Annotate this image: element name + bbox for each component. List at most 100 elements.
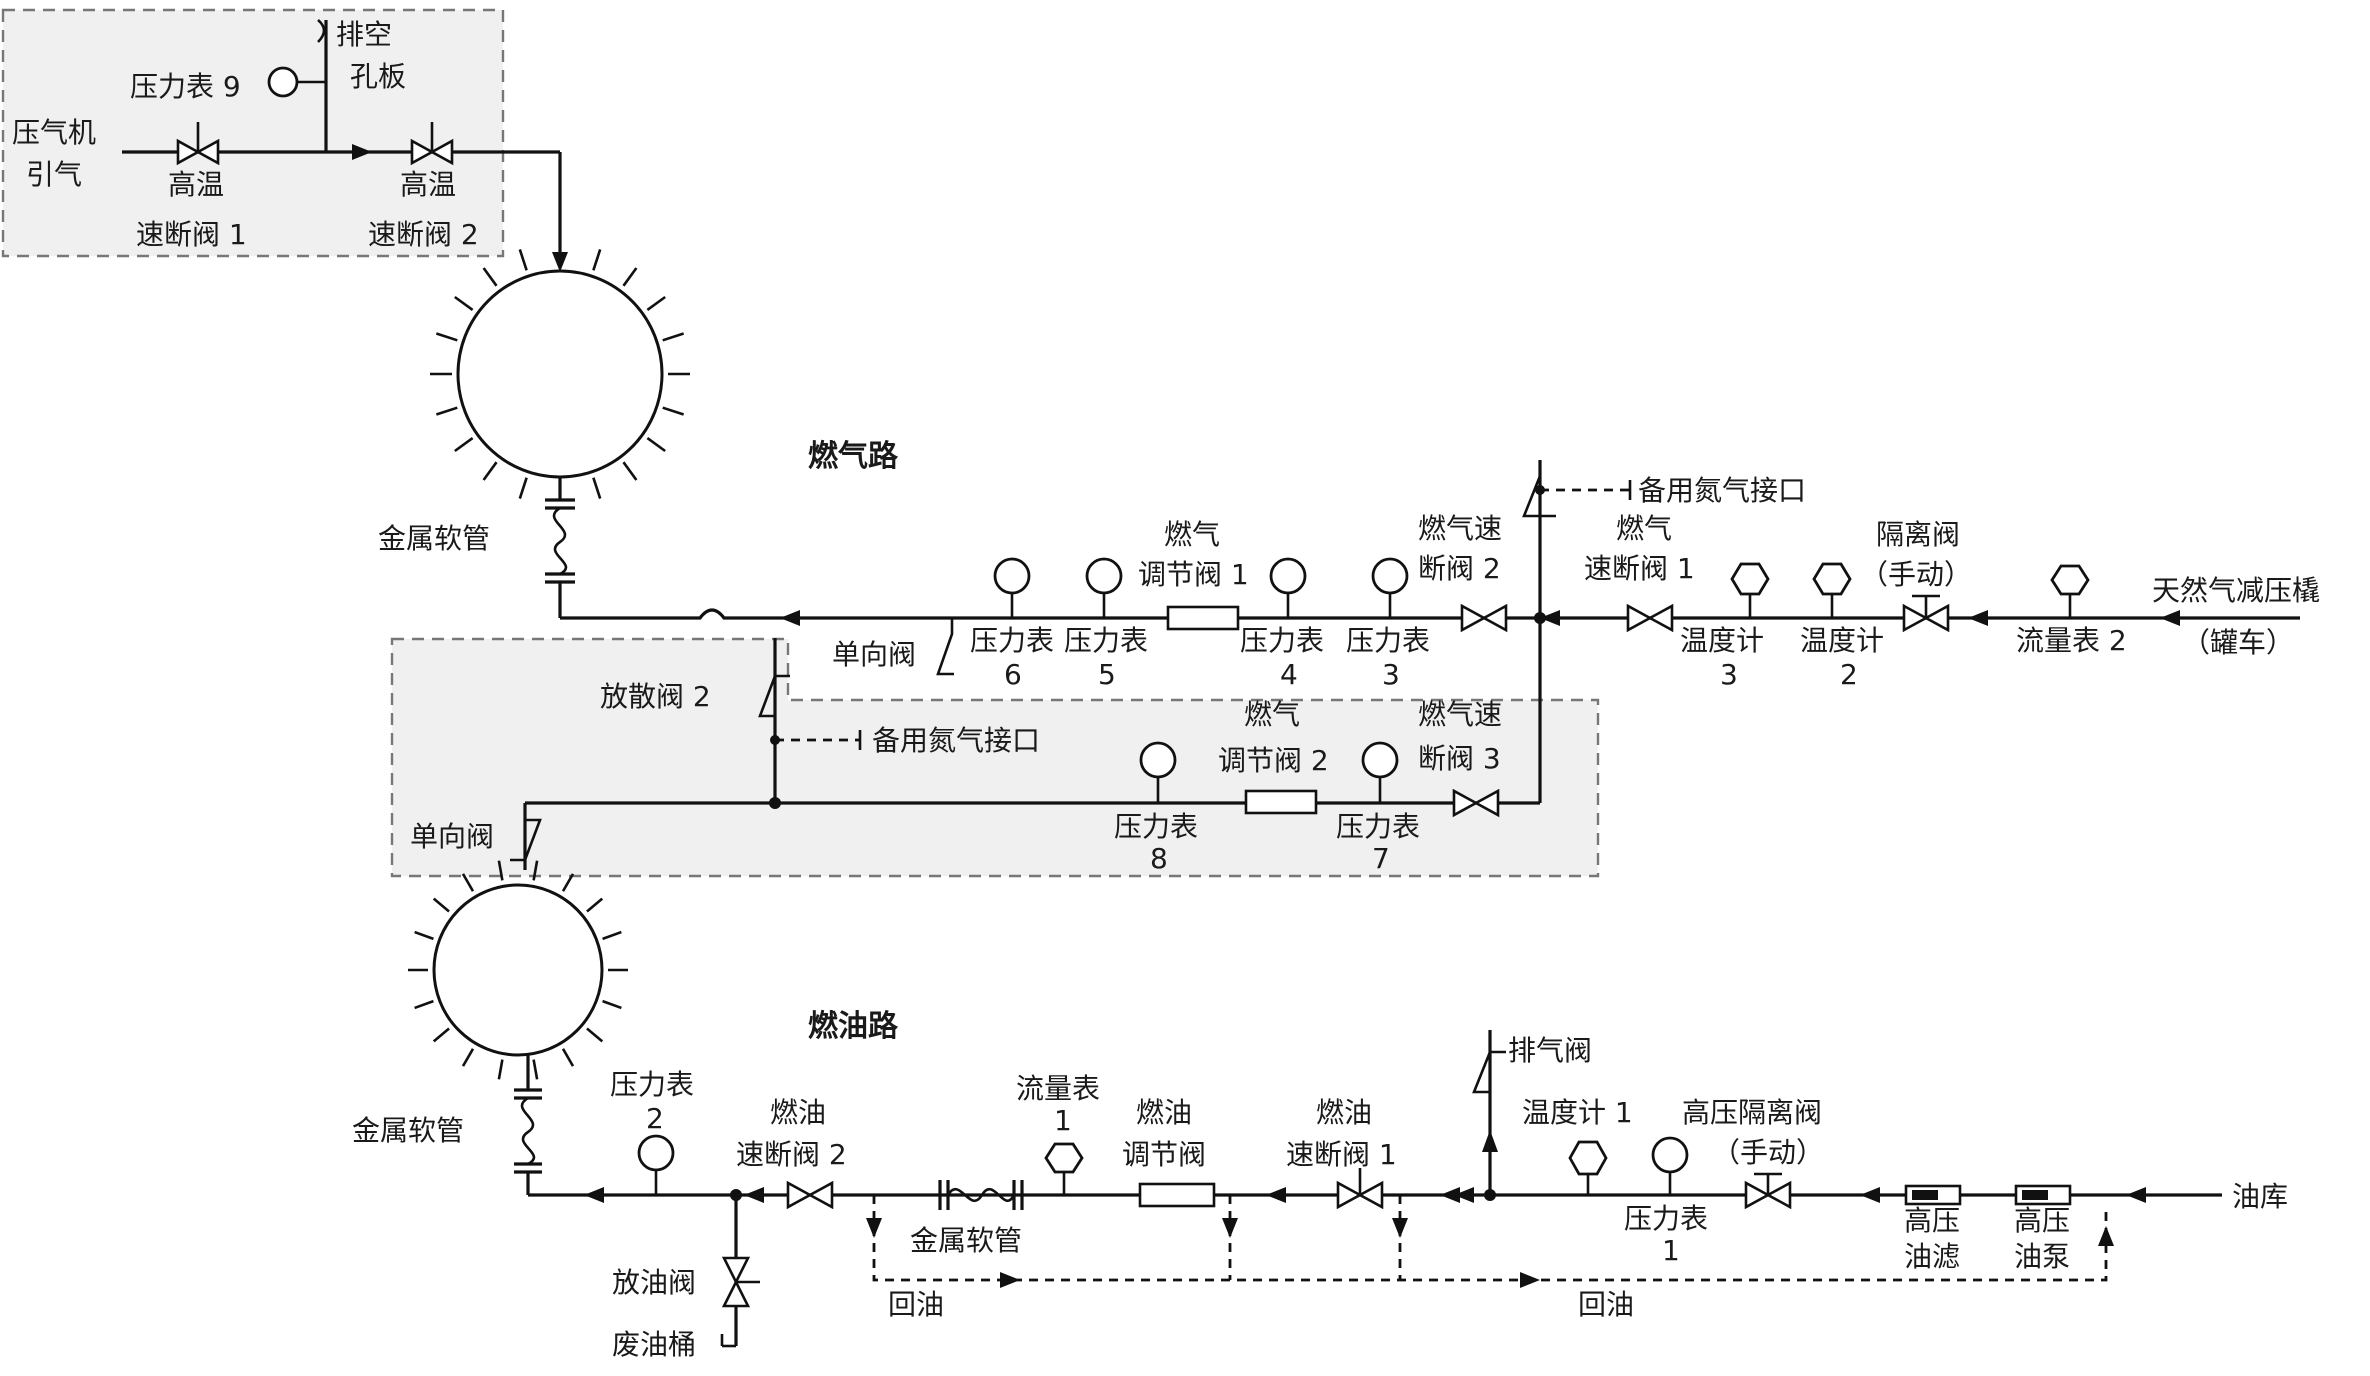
air-bleed-group-box [1,8,505,258]
combustor-spike [592,477,602,499]
pressure-gauge-7 [1361,741,1399,779]
combustor-spike [662,406,685,416]
high-temp-valve-2-label: 高温 [400,168,456,201]
oil-pressure-gauge-2-number: 2 [646,1102,664,1135]
oil-thermometer-1-label: 温度计 1 [1522,1096,1633,1129]
gas-regulating-valve-2-label-2: 调节阀 2 [1218,744,1329,777]
pressure-gauge-9-label: 压力表 9 [130,70,241,103]
isolation-valve-label-2: （手动） [1860,558,1972,591]
oil-return-label-1: 回油 [888,1288,944,1321]
pressure-gauge-4-label: 压力表 [1240,624,1324,657]
hp-oil-pump-label: 高压 [2014,1204,2070,1237]
oil-flowmeter-1-number: 1 [1054,1104,1072,1137]
gas-branch-group-box [390,637,1600,878]
combustor-spike [532,860,539,881]
oil-pressure-gauge-1-number: 1 [1662,1234,1680,1267]
pressure-gauge-3 [1371,557,1409,595]
gas-regulating-valve-1-symbol [1166,605,1240,631]
oil-line-title: 燃油路 [808,1009,899,1044]
oil-line-section [514,1030,2222,1348]
oil-regulating-valve-label-2: 调节阀 [1122,1138,1206,1171]
oil-shutoff-valve-2-symbol [786,1180,834,1210]
gas-shutoff-valve-2-label-2: 断阀 2 [1418,552,1501,585]
high-temp-valve-1-symbol [176,122,220,166]
thermometer-2-number: 2 [1840,658,1858,691]
pressure-gauge-9 [267,66,299,98]
pressure-gauge-7-number: 7 [1372,842,1390,875]
combustor-spike [622,267,638,287]
drain-valve-label: 放油阀 [612,1266,696,1299]
combustor-spike [432,1027,450,1043]
combustor-spike [602,930,622,941]
high-temp-valve-2-label-2: 速断阀 2 [368,218,479,251]
oil-hose-2-label: 金属软管 [910,1224,1022,1257]
thermometer-3-number: 3 [1720,658,1738,691]
gas-shutoff-valve-1-label: 燃气 [1616,512,1672,545]
gas-regulating-valve-2-symbol [1244,789,1318,815]
combustor-spike [432,897,450,913]
check-valve-2-symbol [510,818,542,862]
combustor-spike [461,1048,475,1067]
pressure-gauge-6-number: 6 [1004,658,1022,691]
high-temp-valve-1-label-2: 速断阀 1 [136,218,247,251]
waste-oil-bucket-label: 废油桶 [612,1328,696,1361]
pressure-gauge-3-number: 3 [1382,658,1400,691]
gas-hose-label: 金属软管 [378,522,490,555]
pressure-gauge-6 [993,557,1031,595]
combustor-spike [518,477,528,499]
pressure-gauge-4-number: 4 [1280,658,1298,691]
orifice-label-2: 孔板 [350,60,406,93]
combustor-spike [482,461,498,481]
gas-regulating-valve-1-label-2: 调节阀 1 [1138,558,1249,591]
combustor-spike [414,999,434,1010]
oil-shutoff-valve-1-label-2: 速断阀 1 [1286,1138,1397,1171]
hp-oil-filter-label-2: 油滤 [1904,1240,1960,1273]
combustor-spike [662,332,685,342]
pressure-gauge-8-number: 8 [1150,842,1168,875]
vent-valve-2-symbol [758,638,790,718]
gas-regulating-valve-1-label: 燃气 [1164,518,1220,551]
oil-shutoff-valve-1-symbol [1336,1168,1384,1210]
hp-oil-pump-label-2: 油泵 [2014,1240,2070,1273]
oil-flowmeter-1 [1044,1142,1084,1174]
oil-pressure-gauge-2 [637,1134,675,1172]
check-valve-1-symbol [936,616,968,676]
gas-source-label-2: （罐车） [2182,626,2294,659]
thermometer-2-label: 温度计 [1800,624,1884,657]
pressure-gauge-8 [1139,741,1177,779]
combustor-spike [497,860,504,881]
backup-nitrogen-port-mid-label: 备用氮气接口 [872,724,1040,757]
high-temp-valve-1-label: 高温 [168,168,224,201]
combustor-spike [561,873,575,892]
combustor-spike [586,897,604,913]
hp-oil-filter-symbol [1904,1184,1962,1206]
pressure-gauge-4 [1269,557,1307,595]
backup-nitrogen-port-top-label: 备用氮气接口 [1638,474,1806,507]
compressor-bleed-label-2: 引气 [26,158,82,191]
combustor-spike [592,249,602,271]
combustor-spike [454,295,474,311]
air-bleed-section [122,19,568,272]
hp-isolation-valve-symbol [1744,1172,1792,1210]
oil-return-label-2: 回油 [1578,1288,1634,1321]
combustor-spike [435,406,458,416]
oil-flowmeter-1-label: 流量表 [1016,1072,1100,1105]
compressor-bleed-label: 压气机 [12,116,96,149]
drain-valve-symbol [721,1256,760,1308]
combustor-spike [414,930,434,941]
thermometer-2 [1812,562,1852,596]
exhaust-valve-label: 排气阀 [1508,1034,1592,1067]
combustor-top [430,249,690,499]
high-temp-valve-2-symbol [410,122,454,166]
combustor-spike [532,1059,539,1080]
gas-shutoff-valve-2-symbol [1460,603,1508,633]
combustor-spike [454,437,474,453]
combustor-spike [497,1059,504,1080]
vent-valve-2-label: 放散阀 2 [600,680,711,713]
oil-regulating-valve-symbol [1138,1182,1216,1208]
hp-oil-filter-label: 高压 [1904,1204,1960,1237]
hp-isolation-valve-label-2: （手动） [1712,1136,1824,1169]
gas-shutoff-valve-1-label-2: 速断阀 1 [1584,552,1695,585]
flowmeter-2 [2050,564,2090,596]
gas-regulating-valve-2-label: 燃气 [1244,698,1300,731]
